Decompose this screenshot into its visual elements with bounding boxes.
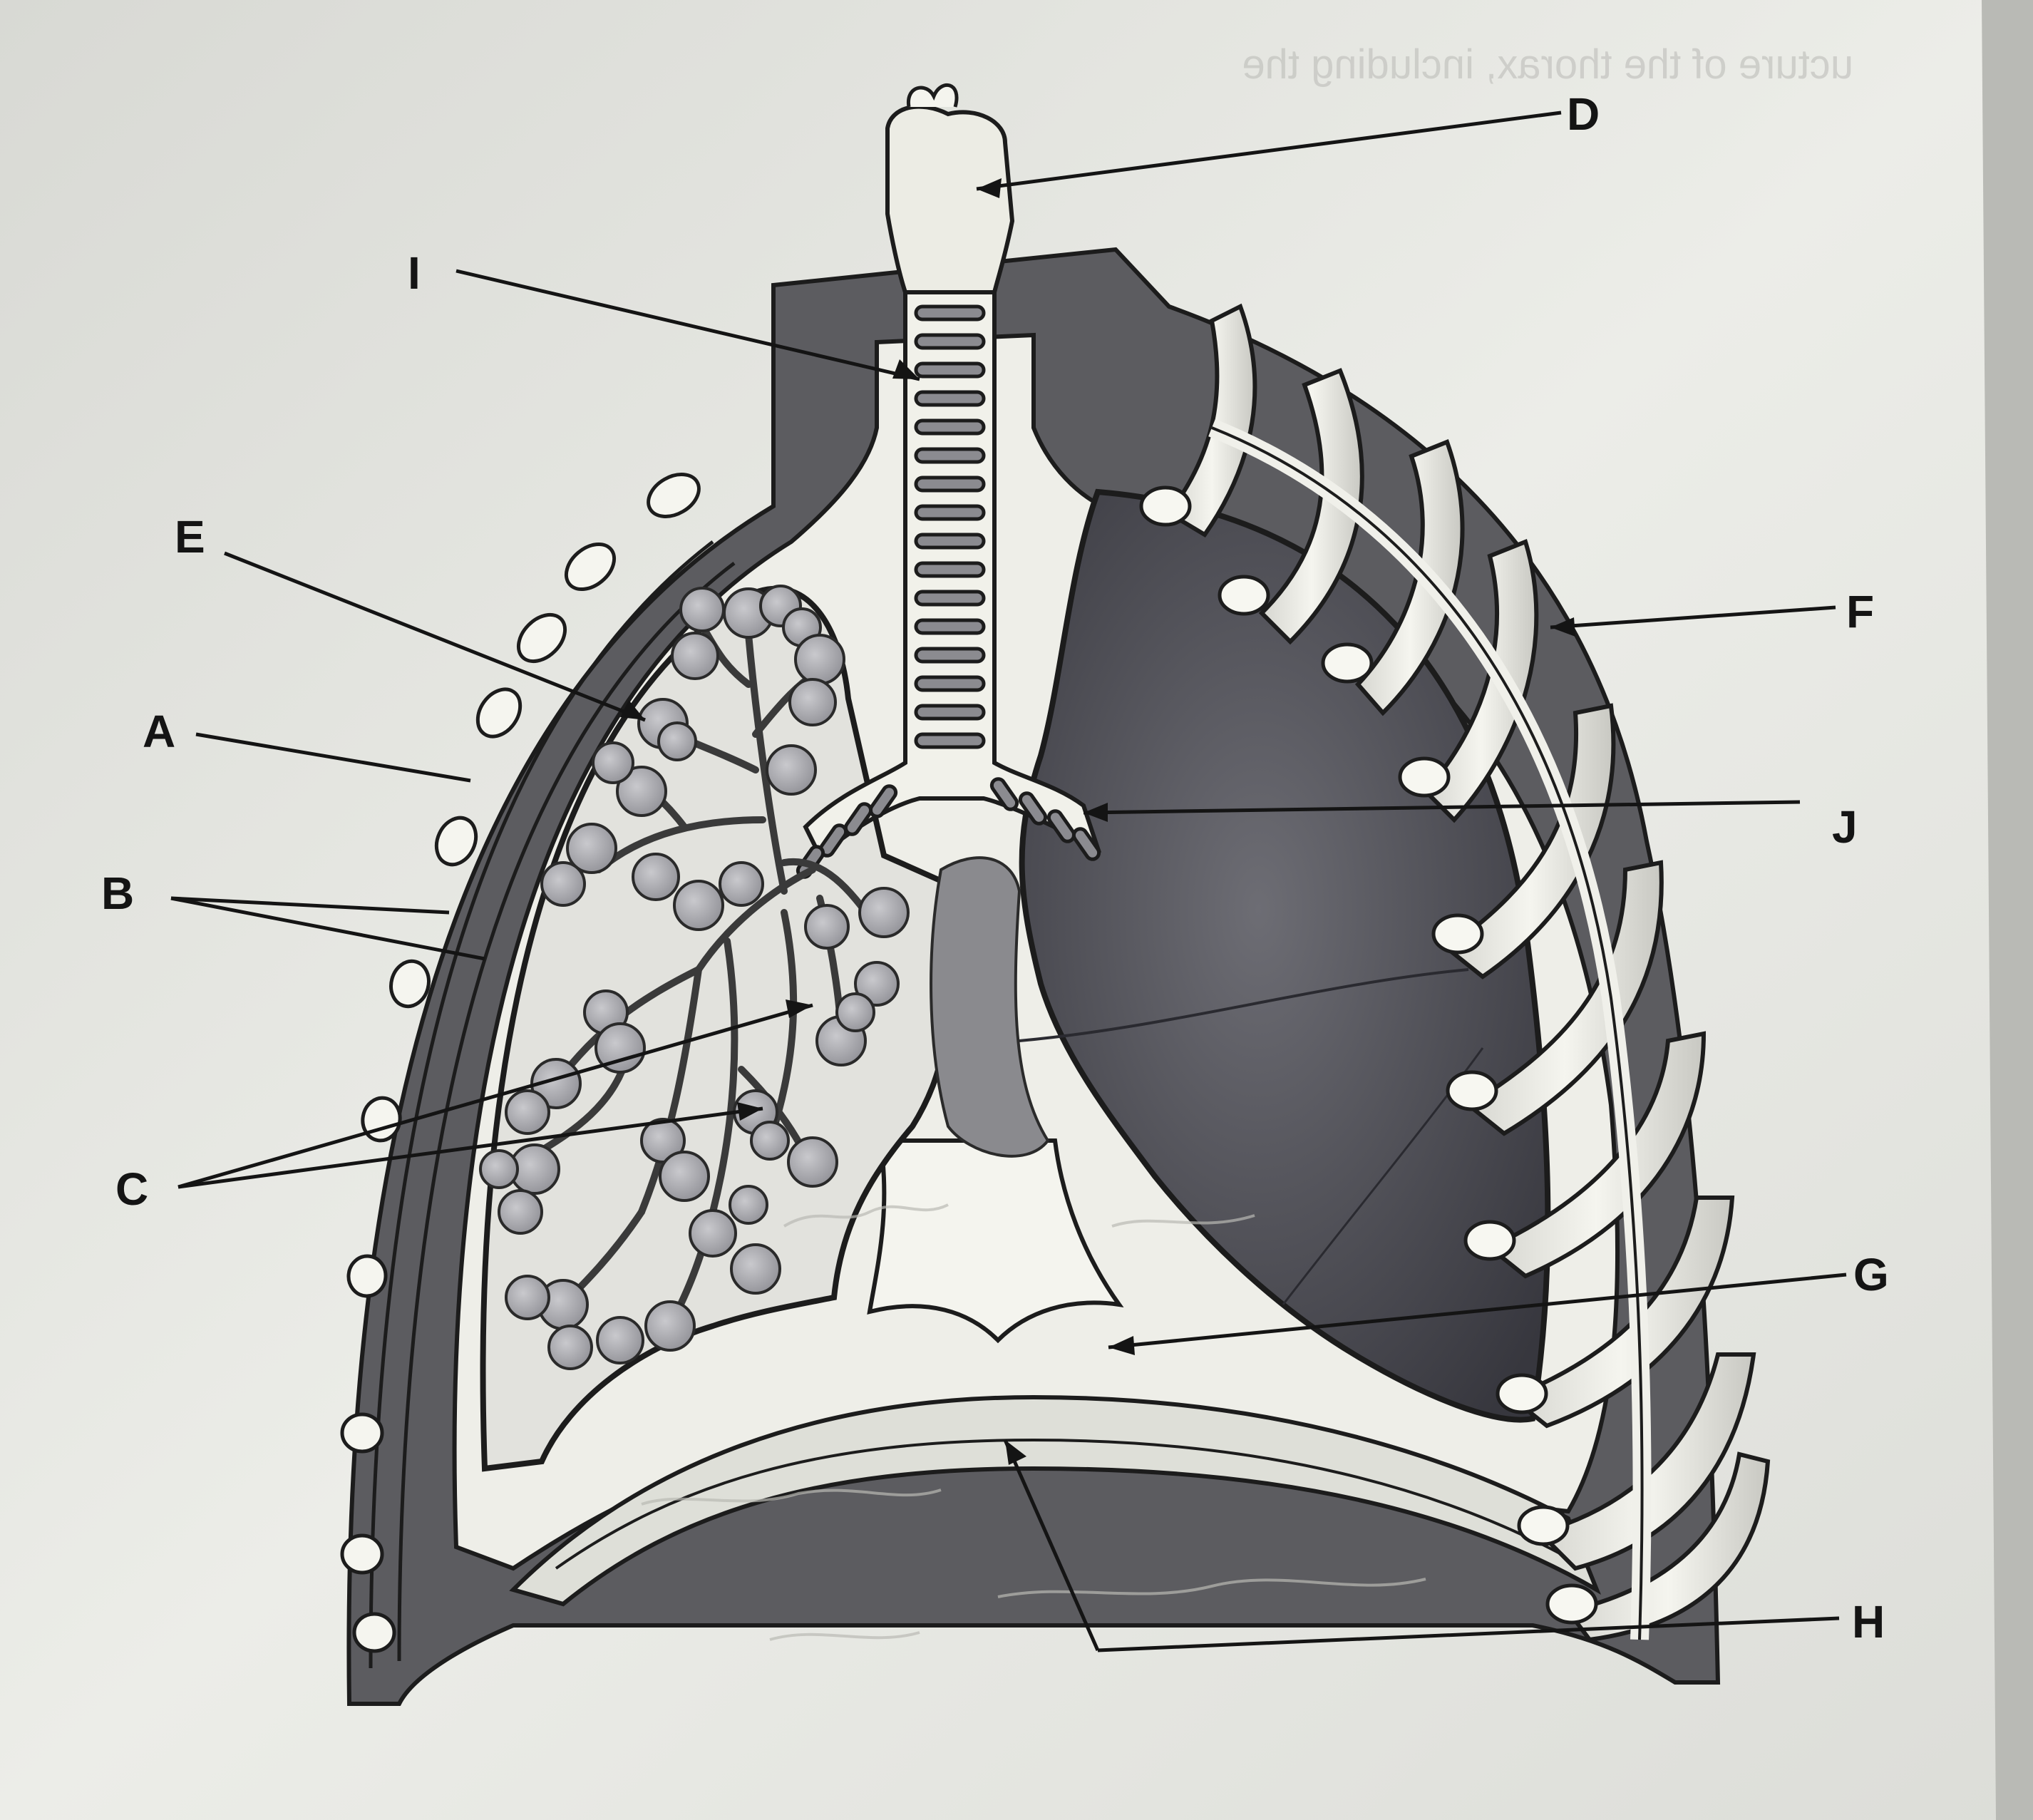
label-G: G	[1853, 1249, 1889, 1300]
label-E: E	[175, 511, 205, 562]
handwriting-traces	[641, 1203, 1426, 1641]
ribs-right	[1165, 303, 1771, 1642]
bronchus-rings	[796, 777, 1101, 879]
label-B: B	[101, 868, 134, 919]
larynx	[885, 104, 1015, 294]
heart	[930, 856, 1050, 1158]
leader-arrowheads	[620, 178, 1575, 1465]
label-C: C	[115, 1163, 148, 1215]
label-F: F	[1846, 586, 1874, 637]
label-H: H	[1852, 1596, 1885, 1647]
label-D: D	[1567, 88, 1600, 140]
leader-C2	[177, 1106, 763, 1189]
rib-cross-sections	[340, 473, 701, 1653]
leader-A	[195, 732, 471, 783]
page-shadow-right	[1982, 0, 2033, 1820]
tracheal-rings	[914, 304, 986, 749]
leader-H	[1097, 1616, 1840, 1652]
leader-F	[1550, 605, 1836, 629]
leader-G	[1108, 1273, 1847, 1349]
label-I: I	[408, 247, 421, 299]
intercostal-band-outer	[369, 540, 714, 1669]
show-through-text: ucture of the thorax, including the .	[1242, 41, 1853, 88]
leader-I	[456, 269, 920, 381]
leader-lines	[170, 110, 1847, 1652]
svg-text:ucture of the thorax, includin: ucture of the thorax, including the	[1242, 41, 1853, 88]
intercostal-band-inner	[397, 562, 736, 1662]
leader-E	[224, 551, 646, 722]
leader-B1	[170, 896, 450, 915]
label-A: A	[143, 706, 175, 757]
right-lung	[1019, 488, 1551, 1423]
leader-B2	[170, 896, 485, 961]
leader-J	[1083, 800, 1801, 815]
diaphragm	[509, 1394, 1602, 1607]
epiglottis	[906, 83, 959, 108]
mediastinum	[867, 1138, 1124, 1344]
leader-D	[976, 110, 1562, 191]
rib-ends-right	[1139, 485, 1598, 1625]
right-lung-fissure-1	[1019, 968, 1469, 1042]
label-J: J	[1832, 801, 1858, 853]
leader-C1	[177, 1003, 813, 1189]
leader-H-bend	[1003, 1439, 1100, 1652]
chest-wall-strip-edge	[1211, 426, 1644, 1640]
